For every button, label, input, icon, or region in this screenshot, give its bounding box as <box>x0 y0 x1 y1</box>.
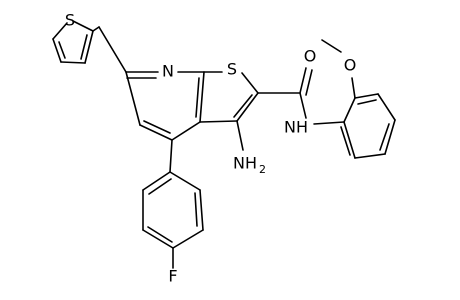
bond <box>80 34 88 60</box>
bond <box>379 123 390 151</box>
bond <box>351 77 356 99</box>
bond <box>354 93 379 99</box>
fused-sulfur-label: S <box>227 60 237 79</box>
bond <box>194 192 198 227</box>
bond <box>343 121 356 159</box>
bond <box>52 22 68 40</box>
amide-nh-label: NH <box>284 118 308 137</box>
bond <box>148 178 172 195</box>
thiophene-sulfur-label: S <box>65 11 75 30</box>
bond <box>299 92 307 119</box>
pyridine-nitrogen-label: N <box>162 62 174 81</box>
bond <box>299 67 307 94</box>
bond <box>142 171 171 191</box>
bond <box>199 189 204 231</box>
bond <box>354 153 386 159</box>
bond <box>199 71 205 123</box>
amino-label: NH <box>233 154 257 173</box>
bond <box>233 94 253 118</box>
bond <box>98 26 127 73</box>
bond <box>139 124 173 141</box>
carbonyl-oxygen-label: O <box>304 47 317 66</box>
methoxy-oxygen-label: O <box>344 56 357 75</box>
bond <box>195 77 200 118</box>
bond <box>60 61 86 64</box>
fluorine-label: F <box>168 267 177 286</box>
bond <box>58 41 66 59</box>
bond <box>343 97 356 123</box>
bond <box>236 120 244 151</box>
bond <box>143 120 171 134</box>
bond <box>142 229 174 249</box>
bond <box>236 92 259 122</box>
bond <box>241 72 259 94</box>
bond <box>92 26 100 32</box>
bond-layer <box>52 20 396 269</box>
bond <box>169 171 201 191</box>
bond <box>125 71 141 126</box>
atom-label-layer: S N S O NH O NH 2 F <box>65 11 356 286</box>
bond <box>171 121 201 141</box>
bond <box>321 39 342 53</box>
bond <box>52 38 62 63</box>
bond <box>305 69 313 96</box>
bond <box>199 120 238 123</box>
bond <box>340 126 351 156</box>
bond <box>84 30 94 64</box>
bond <box>377 93 396 121</box>
bond <box>313 121 345 125</box>
bond <box>147 226 173 243</box>
bond <box>357 99 377 105</box>
amino-subscript-label: 2 <box>259 163 266 176</box>
bond <box>72 20 94 32</box>
bond <box>384 119 396 155</box>
bond <box>169 139 173 173</box>
bond <box>172 229 204 249</box>
